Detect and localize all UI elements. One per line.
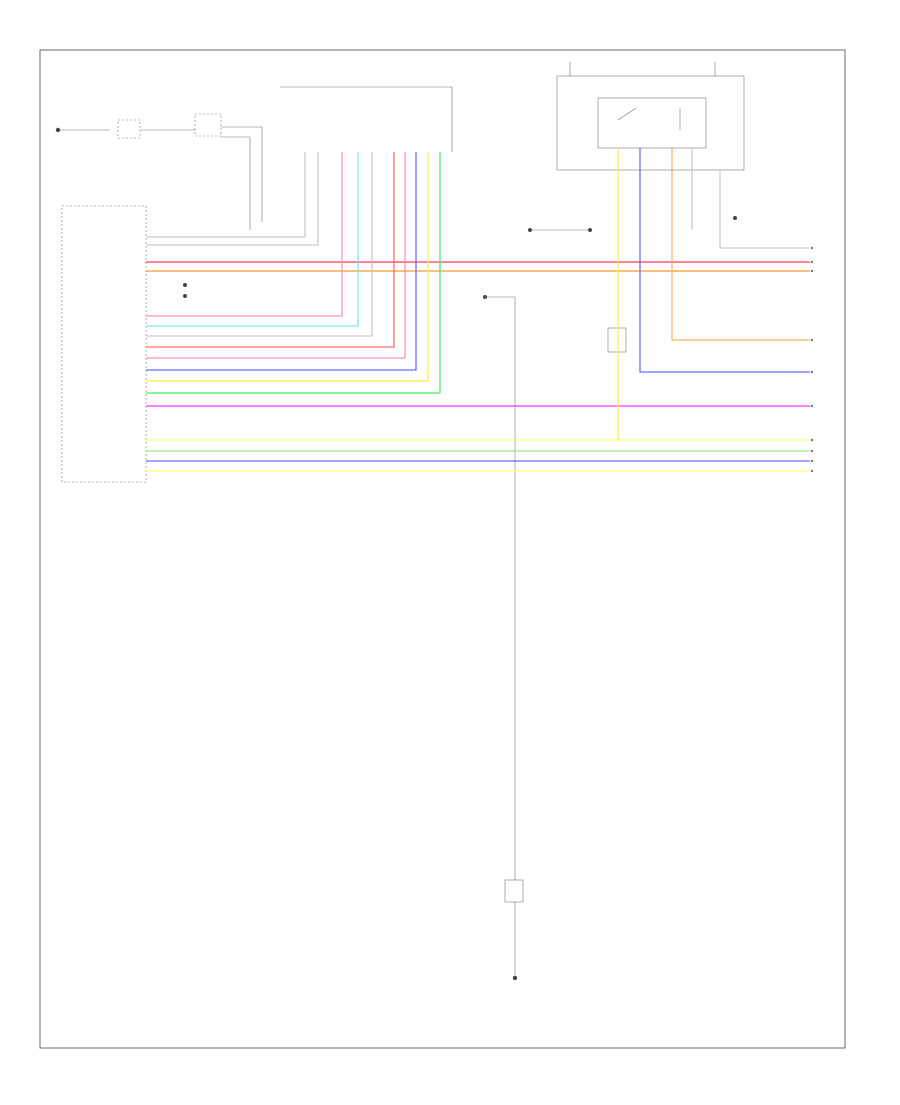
wire-red-2 (146, 152, 395, 348)
wire-terminal-9 (810, 459, 814, 463)
wire-terminal-5 (810, 370, 814, 374)
wire-gray-3 (146, 152, 373, 337)
top-connector (280, 86, 453, 152)
center-sensor-wire (485, 296, 524, 981)
sensor-block-2 (194, 113, 222, 137)
relay-switch (597, 97, 707, 149)
wire-yellow-1 (146, 152, 429, 382)
wire-green-1 (146, 152, 441, 394)
wire-terminal-1 (810, 246, 814, 250)
wire-terminal-2 (810, 260, 814, 264)
wire-orange-relay (671, 148, 810, 341)
relay-box (556, 62, 745, 171)
wire-terminal-8 (810, 449, 814, 453)
bottom-sensor (504, 879, 524, 903)
wire-pink-1 (146, 152, 343, 317)
other-systems (183, 216, 737, 299)
wire-terminal-7 (810, 438, 814, 442)
wire-pink-2 (146, 152, 406, 359)
wire-harness (146, 148, 814, 473)
wire-gray-2 (146, 152, 319, 246)
mid-sensor (607, 327, 627, 353)
top-left-sensor-chain (55, 113, 263, 230)
wire-terminal-6 (810, 404, 814, 408)
wire-gray-1 (146, 152, 306, 238)
sensor-block-1 (117, 119, 141, 139)
wire-blue-1 (146, 152, 417, 371)
wire-terminal-4 (810, 338, 814, 342)
wire-terminal-10 (810, 469, 814, 473)
wire-blue-relay (639, 148, 810, 373)
wire-gray-right (719, 170, 810, 249)
diagram-frame (39, 49, 846, 1049)
wire-cyan (146, 152, 359, 327)
wire-terminal-3 (810, 269, 814, 273)
hybrid-control-module (61, 205, 147, 483)
